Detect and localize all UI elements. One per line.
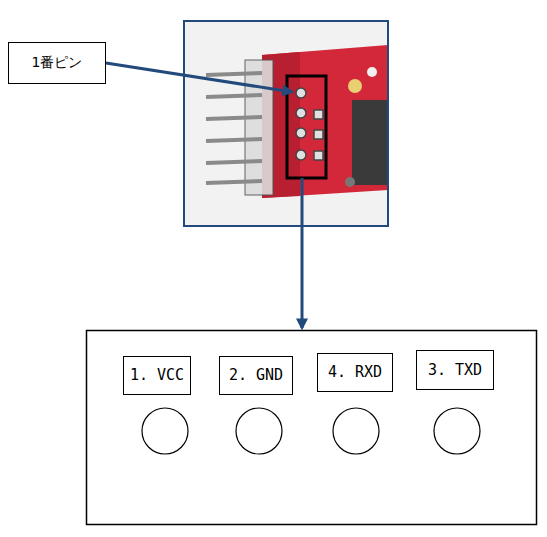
led — [348, 79, 362, 93]
board-photo — [184, 21, 388, 226]
pin-label: 1. VCC — [123, 356, 191, 395]
header-pins — [206, 73, 262, 183]
pin-label: 2. GND — [219, 356, 293, 395]
component — [345, 177, 355, 187]
highlight-frame — [287, 76, 326, 178]
photo-frame — [184, 21, 388, 226]
pin-table-frame — [87, 331, 537, 525]
node-label: 4. RXD — [328, 364, 382, 381]
pin-holes — [142, 408, 480, 454]
chip — [352, 100, 388, 185]
pin-label: 3. TXD — [416, 350, 494, 390]
leader-arrow — [106, 63, 292, 92]
pointer-arrow — [301, 178, 304, 328]
node-label: 1. VCC — [130, 367, 184, 384]
node-label: 1番ピン — [32, 55, 83, 70]
pin-label: 4. RXD — [317, 353, 393, 392]
callout-box: 1番ピン — [8, 42, 106, 84]
component — [367, 67, 377, 77]
node-label: 2. GND — [229, 367, 283, 384]
node-label: 3. TXD — [428, 362, 482, 379]
pin-header — [245, 60, 273, 195]
pin-pads — [296, 88, 323, 160]
